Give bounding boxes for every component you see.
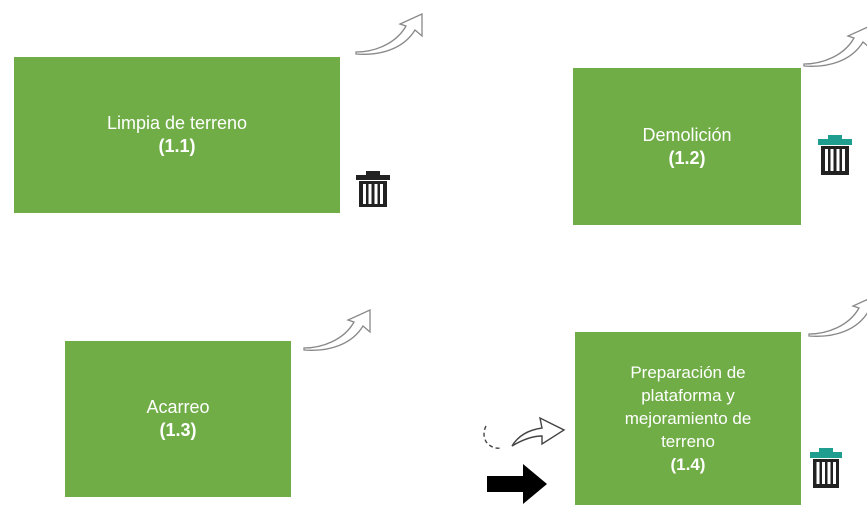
- curved-arrow-icon[interactable]: [800, 20, 867, 70]
- card-code: (1.2): [668, 147, 706, 168]
- card-code: (1.4): [670, 455, 706, 474]
- trash-icon[interactable]: [810, 448, 842, 488]
- card-title: Demolición: [642, 124, 732, 145]
- card-1-1[interactable]: Limpia de terreno (1.1): [14, 57, 340, 213]
- card-title: Acarreo: [146, 397, 210, 417]
- curved-arrow-icon[interactable]: [805, 290, 867, 340]
- card-1-4[interactable]: Preparación de plataforma y mejoramiento…: [575, 332, 801, 505]
- card-1-2[interactable]: Demolición (1.2): [573, 68, 801, 225]
- card-code: (1.3): [159, 420, 197, 440]
- trash-icon[interactable]: [356, 171, 390, 207]
- card-title: Limpia de terreno: [106, 113, 248, 133]
- curved-undo-arrow-icon[interactable]: [478, 402, 572, 454]
- trash-icon[interactable]: [818, 135, 852, 175]
- curved-arrow-icon[interactable]: [352, 8, 432, 58]
- right-arrow-icon[interactable]: [487, 464, 547, 504]
- card-1-3[interactable]: Acarreo (1.3): [65, 341, 291, 497]
- card-code: (1.1): [158, 136, 196, 156]
- card-title: Preparación de plataforma y mejoramiento…: [624, 363, 752, 451]
- curved-arrow-icon[interactable]: [300, 304, 380, 354]
